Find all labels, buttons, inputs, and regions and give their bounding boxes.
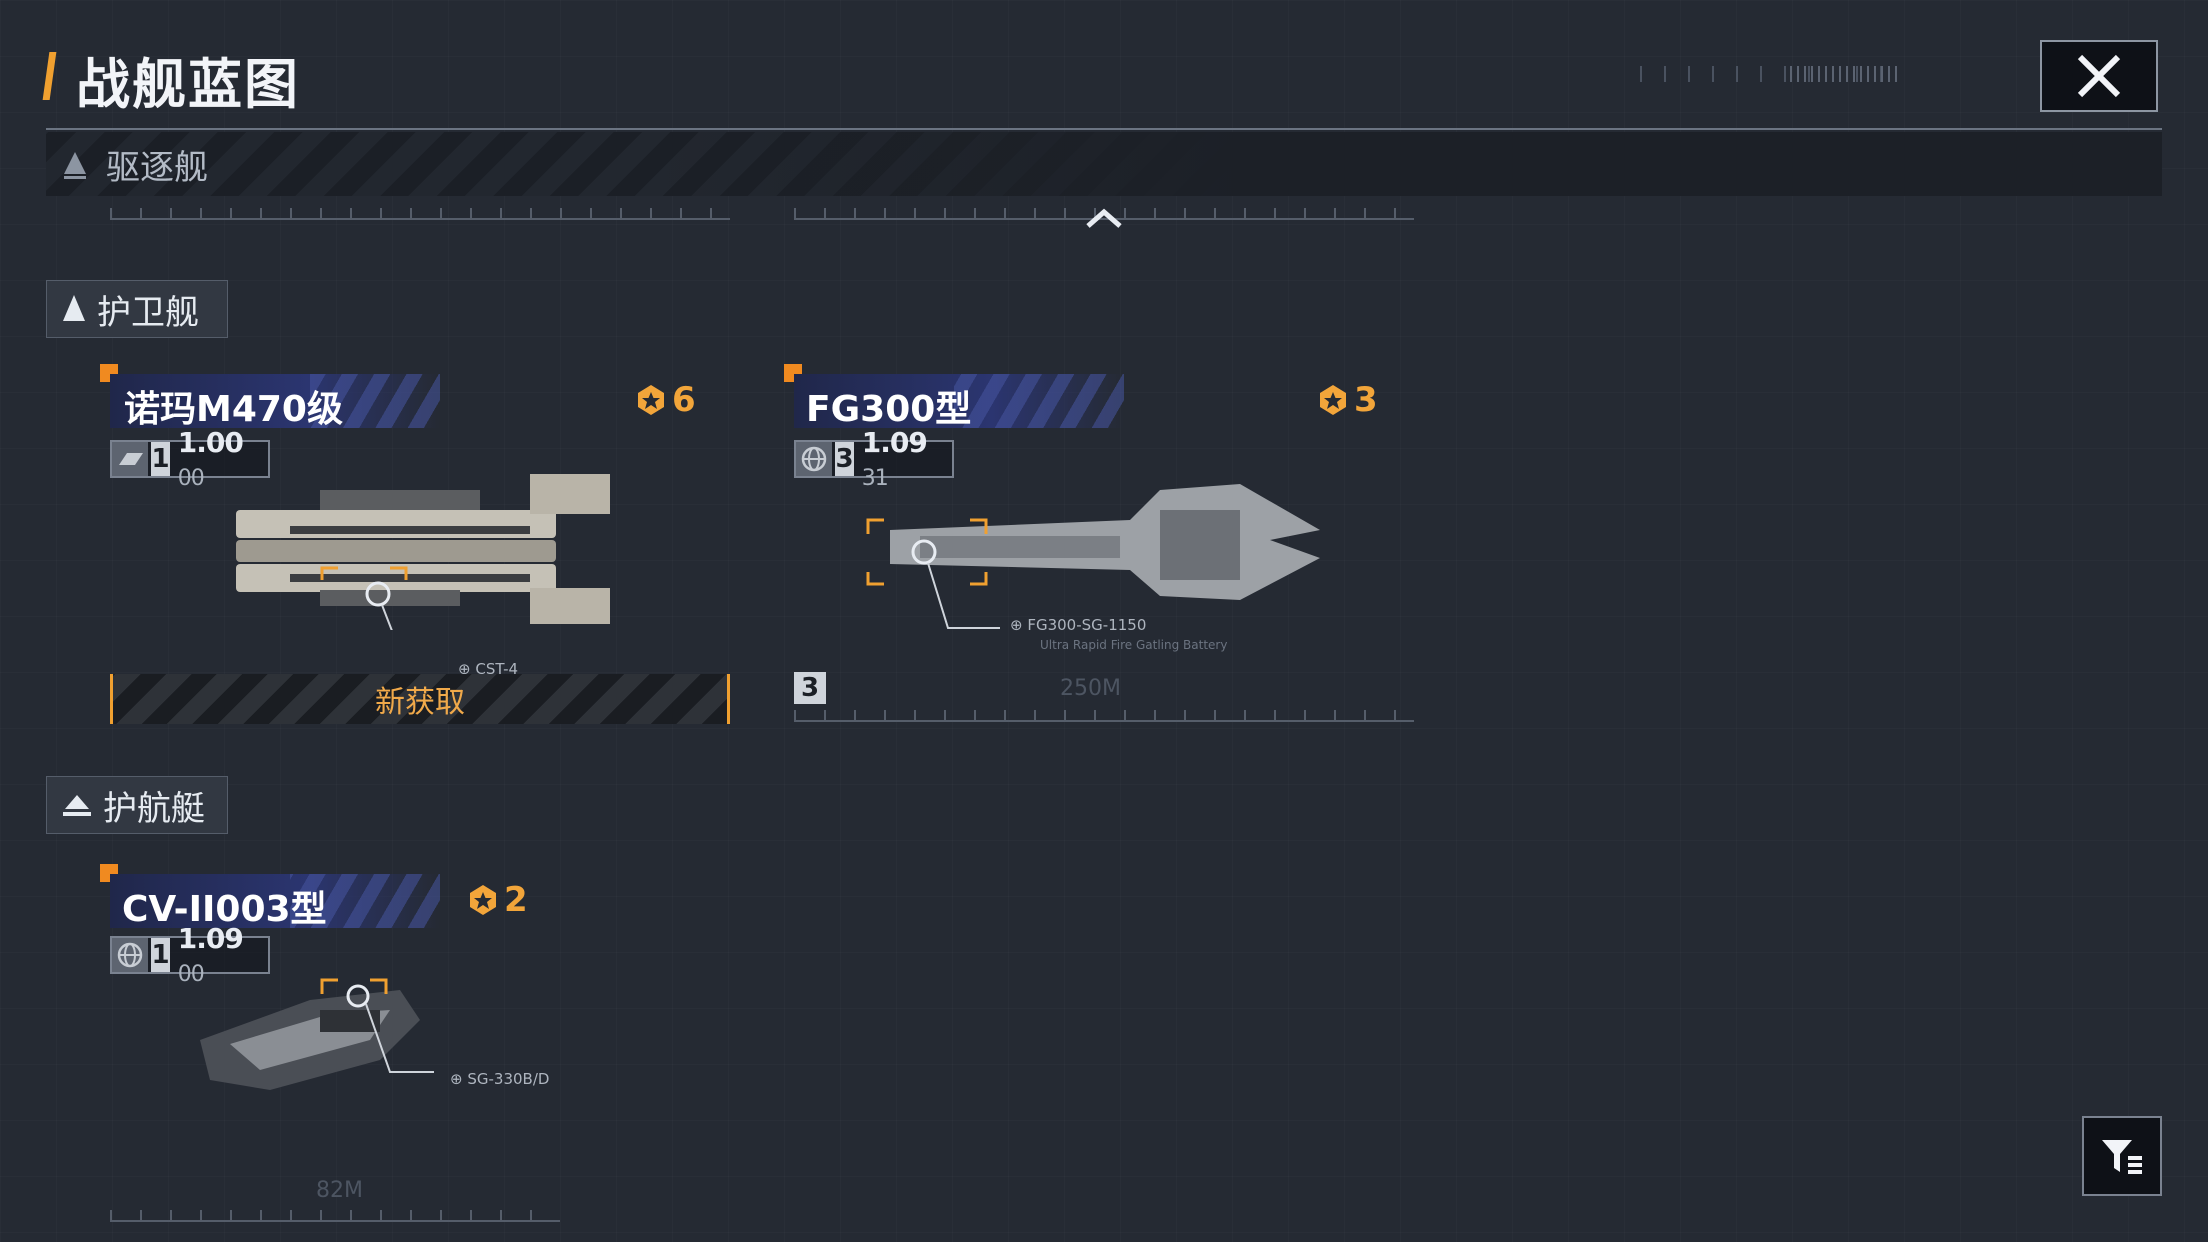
close-icon [2077, 54, 2121, 98]
weapon-tag: ⊕ CST-4 [458, 660, 519, 678]
title-accent [42, 52, 57, 100]
count-value: 6 [672, 380, 696, 420]
ship-stats: 1 1.09 00 [110, 922, 270, 987]
rank-icon [470, 885, 496, 915]
length-label: 82M [316, 1178, 363, 1203]
header-divider [46, 128, 2162, 130]
section-header-frigate[interactable]: 护卫舰 [46, 280, 228, 338]
ship-class-icon [64, 152, 86, 179]
weapon-tag-text: SG-330B/D [467, 1070, 550, 1088]
ship-version: 1.09 31 [862, 426, 952, 492]
weapon-subtitle: Ultra Rapid Fire Gatling Battery [1040, 638, 1228, 652]
ship-name-band[interactable]: FG300型 [794, 374, 1124, 430]
ship-name: 诺玛M470级 [124, 389, 343, 430]
ship-level: 3 [835, 442, 854, 476]
section-label: 护航艇 [103, 788, 205, 829]
weapon-tag: ⊕ FG300-SG-1150 [1010, 616, 1147, 634]
chevron-up-icon[interactable] [1084, 204, 1124, 232]
band-stripes [290, 874, 440, 928]
rank-icon [1320, 385, 1346, 415]
ship-name-band[interactable]: 诺玛M470级 [110, 374, 440, 430]
new-acquired-band: 新获取 [110, 674, 730, 724]
close-button[interactable] [2040, 40, 2158, 112]
section-header-escort[interactable]: 护航艇 [46, 776, 228, 834]
version-sub: 00 [177, 466, 205, 491]
ship-name: FG300型 [806, 389, 972, 430]
version-main: 1.09 [861, 426, 928, 459]
category-bar-fill [646, 132, 2162, 196]
ship-level: 1 [151, 442, 170, 476]
globe-icon [112, 938, 149, 972]
ship-count: 3 [1316, 380, 1378, 420]
rank-icon [638, 385, 664, 415]
ship-count: 2 [466, 880, 528, 920]
count-value: 3 [1354, 380, 1378, 420]
count-value: 2 [504, 880, 528, 920]
section-label: 护卫舰 [97, 292, 199, 333]
globe-icon [796, 442, 833, 476]
ship-name-band[interactable]: CV-II003型 [110, 874, 440, 930]
filter-button[interactable] [2082, 1116, 2162, 1196]
weapon-tag-text: FG300-SG-1150 [1027, 616, 1147, 634]
ruler [110, 204, 730, 220]
ship-image-norma[interactable] [230, 460, 610, 630]
decor-ticks [1790, 66, 1900, 82]
version-main: 1.00 [177, 426, 244, 459]
ship-name: CV-II003型 [122, 889, 327, 930]
ship-image-fg300[interactable] [860, 480, 1320, 640]
slot-level-badge: 3 [794, 672, 826, 704]
new-label: 新获取 [375, 685, 465, 720]
ship-version: 1.00 00 [178, 426, 268, 492]
version-main: 1.09 [177, 922, 244, 955]
ship-stats: 1 1.00 00 [110, 426, 270, 491]
ship-image-cv[interactable] [190, 970, 480, 1120]
ship-version: 1.09 00 [178, 922, 268, 988]
ruler [794, 706, 1414, 722]
version-sub: 31 [861, 466, 889, 491]
ship-class-icon [63, 795, 91, 816]
page-title: 战舰蓝图 [76, 53, 300, 116]
ship-count: 6 [634, 380, 696, 420]
weapon-tag: ⊕ SG-330B/D [450, 1070, 550, 1088]
ship-level: 1 [151, 938, 170, 972]
version-sub: 00 [177, 962, 205, 987]
faction-icon [112, 442, 149, 476]
ship-stats: 3 1.09 31 [794, 426, 954, 491]
category-label-destroyer: 驱逐舰 [106, 148, 208, 188]
ruler [110, 1206, 560, 1222]
band-stripes [310, 374, 440, 428]
filter-icon [2102, 1140, 2142, 1174]
weapon-tag-text: CST-4 [475, 660, 519, 678]
band-stripes [954, 374, 1124, 428]
ship-class-icon [63, 295, 85, 321]
length-label: 250M [1060, 676, 1121, 701]
